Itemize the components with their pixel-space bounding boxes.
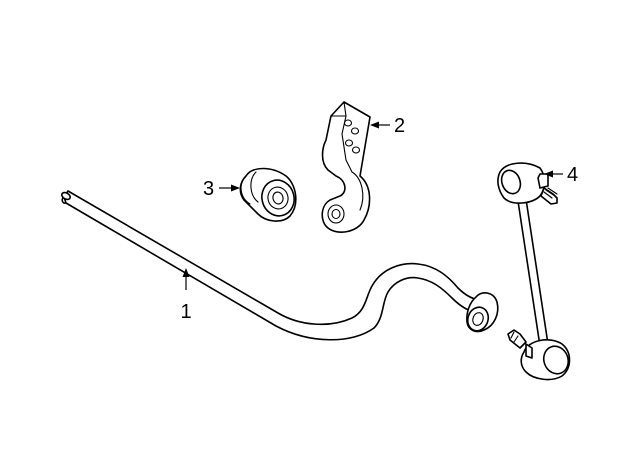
arrowhead-2 <box>370 121 379 129</box>
arrowhead-1 <box>182 268 190 277</box>
callout-2: 2 <box>370 115 405 137</box>
callout-label-2: 2 <box>394 115 405 137</box>
callout-label-4: 4 <box>567 164 578 186</box>
callout-4: 4 <box>544 164 578 186</box>
stabilizer-link <box>497 162 571 381</box>
callout-1: 1 <box>180 268 192 323</box>
stabilizer-bushing <box>239 167 297 222</box>
callout-3: 3 <box>203 178 240 200</box>
arrowhead-3 <box>231 184 240 192</box>
stabilizer-bracket <box>321 101 371 233</box>
callout-label-3: 3 <box>203 178 214 200</box>
stabilizer-bar <box>61 190 499 341</box>
callout-label-1: 1 <box>180 301 191 323</box>
arrowhead-4 <box>544 170 553 178</box>
